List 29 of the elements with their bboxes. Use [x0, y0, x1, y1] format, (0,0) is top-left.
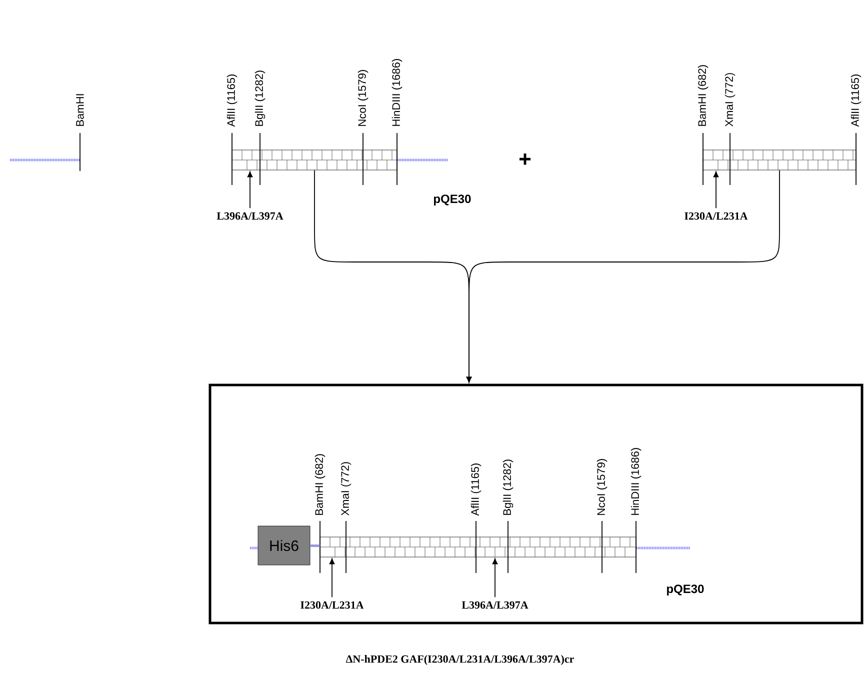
site-label: NcoI (1579): [596, 459, 608, 515]
caption: ΔN-hPDE2 GAF(I230A/L231A/L396A/L397A)cr: [346, 655, 574, 665]
construct-frame: [208, 384, 864, 624]
site-label: HinDIII (1686): [392, 59, 402, 126]
vector-label: pQE30: [434, 194, 471, 206]
site-label: XmaI (772): [724, 73, 736, 127]
site-label: NcoI (1579): [358, 70, 368, 126]
mutation-label: L396A/L397A: [462, 601, 528, 609]
plus-sign: +: [520, 154, 531, 165]
site-label: BamHI (682): [314, 454, 326, 515]
brace-arrow: [466, 170, 780, 383]
insert-bar: [320, 536, 636, 558]
insert-bar: [702, 150, 856, 170]
arrow: [247, 171, 253, 209]
mutation-label: L396A/L397A: [216, 212, 284, 220]
mutation-label: I230A/L231A: [684, 212, 748, 220]
insert-bar: [232, 150, 398, 170]
site-label: BglII (1282): [254, 70, 266, 126]
mutation-label: I230A/L231A: [300, 601, 364, 609]
arrow: [492, 558, 498, 598]
tag-box: His6: [258, 526, 310, 566]
site-label: XmaI (772): [340, 462, 352, 516]
site-label: HinDIII (1686): [630, 448, 642, 515]
vector-label: pQE30: [667, 584, 704, 596]
site-label: BglII (1282): [502, 460, 514, 515]
arrow: [329, 558, 335, 598]
site-label: BamHI: [76, 94, 84, 126]
site-label: AflII (1165): [850, 74, 862, 127]
arrow: [713, 171, 719, 209]
